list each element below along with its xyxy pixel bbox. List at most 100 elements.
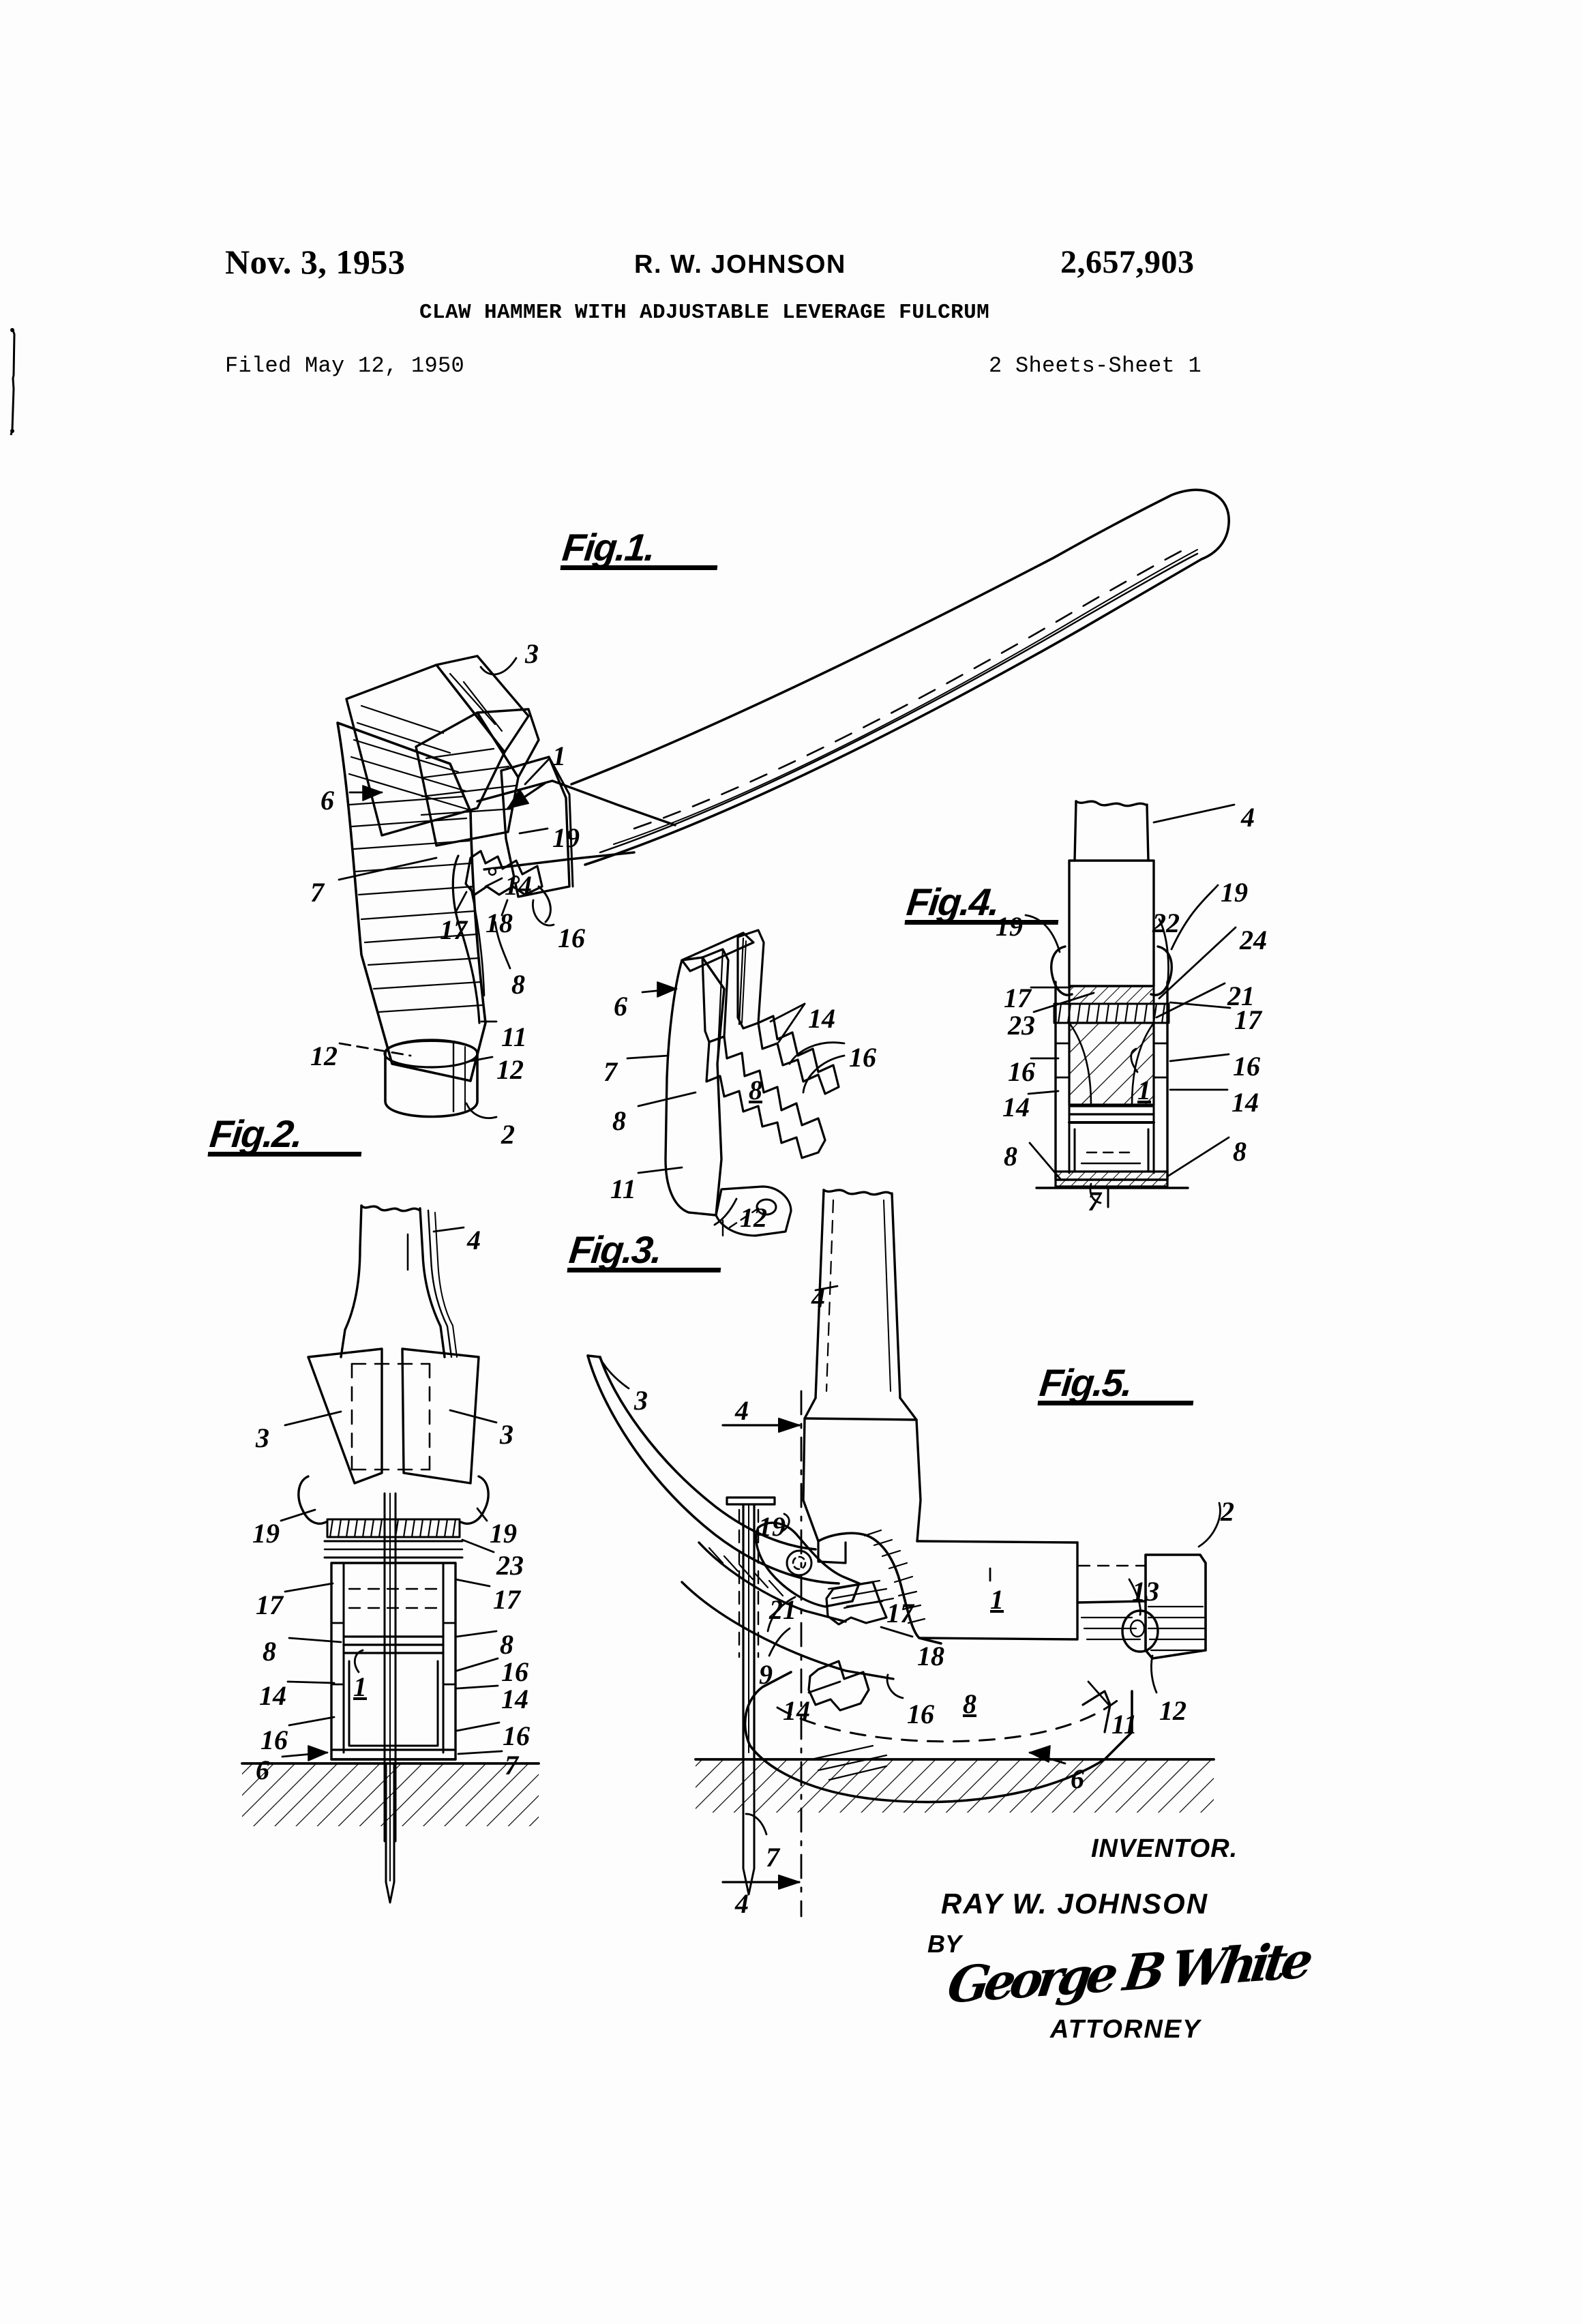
ref-numeral-fig1-8-9: 8 — [511, 969, 525, 1000]
ref-numeral-fig3_inner-8-0: 8 — [749, 1075, 762, 1105]
ref-numeral-fig4-16-9: 16 — [1008, 1056, 1035, 1087]
ref-numeral-fig5-9-4: 9 — [759, 1659, 773, 1690]
ref-numeral-fig5-3-1: 3 — [634, 1385, 648, 1416]
ref-numeral-fig2-19-3: 19 — [252, 1518, 280, 1549]
ref-numeral-fig2-17-7: 17 — [493, 1584, 520, 1615]
patent-title: CLAW HAMMER WITH ADJUSTABLE LEVERAGE FUL… — [419, 301, 990, 325]
ref-numeral-fig5_inner-1-0: 1 — [990, 1584, 1004, 1615]
ref-numeral-fig2-16-14: 16 — [503, 1720, 530, 1751]
patent-number: 2,657,903 — [1060, 244, 1195, 280]
ref-numeral-fig5-16-8: 16 — [907, 1699, 934, 1729]
ref-numeral-fig1-7-4: 7 — [310, 877, 324, 908]
ref-numeral-fig5-7-14: 7 — [766, 1842, 779, 1873]
ref-numeral-fig1-19-3: 19 — [552, 822, 580, 853]
fig4-drawing — [1035, 800, 1189, 1208]
fig2-title: Fig.2. — [207, 1112, 366, 1157]
ref-numeral-fig5-13-9: 13 — [1132, 1576, 1159, 1607]
ref-numeral-fig5-11-12: 11 — [1111, 1709, 1137, 1740]
ref-numeral-fig2-8-9: 8 — [500, 1629, 513, 1660]
ref-numeral-fig4-19-2: 19 — [996, 911, 1023, 942]
ref-numeral-fig4_inner-1-0: 1 — [1137, 1075, 1151, 1105]
fig1-leaders — [338, 657, 555, 1119]
ref-numeral-fig4-17-5: 17 — [1004, 983, 1031, 1013]
fig5-drawing — [586, 1189, 1215, 1918]
ref-numeral-fig5-4-0: 4 — [811, 1283, 825, 1313]
ref-numeral-fig4-24-4: 24 — [1240, 925, 1267, 955]
ref-numeral-fig2-23-5: 23 — [496, 1550, 524, 1581]
ref-numeral-fig2_inner-1-0: 1 — [353, 1671, 367, 1702]
ref-numeral-fig2-17-6: 17 — [256, 1590, 283, 1620]
ref-numeral-fig5-17-5: 17 — [886, 1598, 914, 1628]
ref-numeral-fig4-8-14: 8 — [1233, 1136, 1247, 1167]
fig2-leaders — [280, 1226, 503, 1761]
ref-numeral-fig5-6-13: 6 — [1071, 1763, 1084, 1794]
ref-numeral-fig5-18-6: 18 — [917, 1641, 944, 1671]
ref-numeral-fig3-8-4: 8 — [612, 1105, 626, 1136]
inventor-initials: R. W. JOHNSON — [634, 250, 846, 279]
ref-numeral-fig5-2-10: 2 — [1221, 1496, 1234, 1527]
ref-numeral-fig4-14-12: 14 — [1232, 1087, 1259, 1118]
ref-numeral-fig2-6-16: 6 — [256, 1755, 269, 1785]
fig1-title: Fig.1. — [560, 525, 722, 570]
ref-numeral-fig4-23-7: 23 — [1008, 1010, 1035, 1041]
ref-numeral-fig3-14-1: 14 — [808, 1003, 835, 1034]
ref-numeral-fig5-14-7: 14 — [783, 1695, 810, 1726]
ref-numeral-fig4-8-13: 8 — [1004, 1141, 1017, 1172]
fig2-drawing — [241, 1204, 540, 1904]
ref-numeral-fig3-11-5: 11 — [610, 1174, 636, 1204]
ref-numeral-fig4-17-8: 17 — [1234, 1004, 1262, 1035]
fig5-title: Fig.5. — [1037, 1360, 1198, 1405]
ref-numeral-fig2-7-15: 7 — [505, 1750, 518, 1781]
fig3-title: Fig.3. — [567, 1227, 726, 1272]
section-mark-bottom: 4 — [735, 1888, 749, 1919]
ref-numeral-fig2-4-0: 4 — [467, 1225, 481, 1255]
ref-numeral-fig1-11-10: 11 — [501, 1022, 527, 1052]
scan-artifact-mark — [10, 328, 16, 436]
ref-numeral-fig3-7-2: 7 — [603, 1056, 617, 1087]
fig3-leaders — [626, 981, 846, 1226]
ref-numeral-fig4-16-10: 16 — [1233, 1051, 1260, 1082]
ref-numeral-fig1-18-7: 18 — [486, 908, 513, 938]
ref-numeral-fig2-16-13: 16 — [260, 1725, 288, 1755]
ref-numeral-fig2-3-2: 3 — [500, 1419, 513, 1450]
ref-numeral-fig4-7-15: 7 — [1088, 1186, 1101, 1217]
fig1-drawing — [336, 488, 1230, 1118]
ref-numeral-fig1-14-5: 14 — [505, 870, 532, 901]
ref-numeral-fig2-14-11: 14 — [259, 1680, 286, 1711]
ref-numeral-fig2-14-12: 14 — [501, 1684, 528, 1714]
ref-numeral-fig1-3-0: 3 — [525, 638, 539, 669]
ref-numeral-fig4-14-11: 14 — [1002, 1092, 1030, 1122]
ref-numeral-fig1-17-6: 17 — [440, 914, 467, 945]
ref-numeral-fig1-1-1: 1 — [552, 741, 566, 771]
fig3-drawing — [664, 929, 840, 1237]
ref-numeral-fig4-21-6: 21 — [1227, 981, 1255, 1011]
ref-numeral-fig5_inner-8-1: 8 — [963, 1688, 976, 1719]
ref-numeral-fig4-19-1: 19 — [1221, 877, 1248, 908]
ref-numeral-fig2-8-8: 8 — [263, 1636, 276, 1667]
ref-numeral-fig1-2-13: 2 — [501, 1119, 515, 1150]
fig4-leaders — [1024, 803, 1237, 1204]
ref-numeral-fig1-16-8: 16 — [558, 923, 585, 953]
sheet-count: 2 Sheets-Sheet 1 — [989, 353, 1202, 378]
ref-numeral-fig1-6-2: 6 — [320, 785, 334, 816]
inventor-label: INVENTOR. — [1091, 1834, 1238, 1863]
fig5-leaders — [599, 1285, 1221, 1836]
ref-numeral-fig3-12-6: 12 — [740, 1202, 767, 1233]
ref-numeral-fig1-12-11: 12 — [310, 1041, 338, 1071]
ref-numeral-fig5-12-11: 12 — [1159, 1695, 1186, 1726]
ref-numeral-fig3-16-3: 16 — [849, 1042, 876, 1073]
patent-header: Nov. 3, 1953 R. W. JOHNSON 2,657,903 CLA… — [0, 242, 1582, 399]
ref-numeral-fig5-21-3: 21 — [769, 1594, 796, 1625]
by-label: BY — [927, 1930, 962, 1958]
ref-numeral-fig2-3-1: 3 — [256, 1422, 269, 1453]
ref-numeral-fig3-6-0: 6 — [614, 991, 627, 1022]
issue-date: Nov. 3, 1953 — [225, 243, 406, 281]
attorney-label: ATTORNEY — [1050, 2015, 1202, 2044]
section-mark-top: 4 — [735, 1395, 749, 1426]
filing-date: Filed May 12, 1950 — [225, 353, 465, 378]
ref-numeral-fig1-12-12: 12 — [496, 1054, 524, 1085]
ref-numeral-fig4-4-0: 4 — [1241, 802, 1255, 833]
ref-numeral-fig2-16-10: 16 — [501, 1656, 528, 1687]
fig4-title: Fig.4. — [904, 880, 1063, 925]
